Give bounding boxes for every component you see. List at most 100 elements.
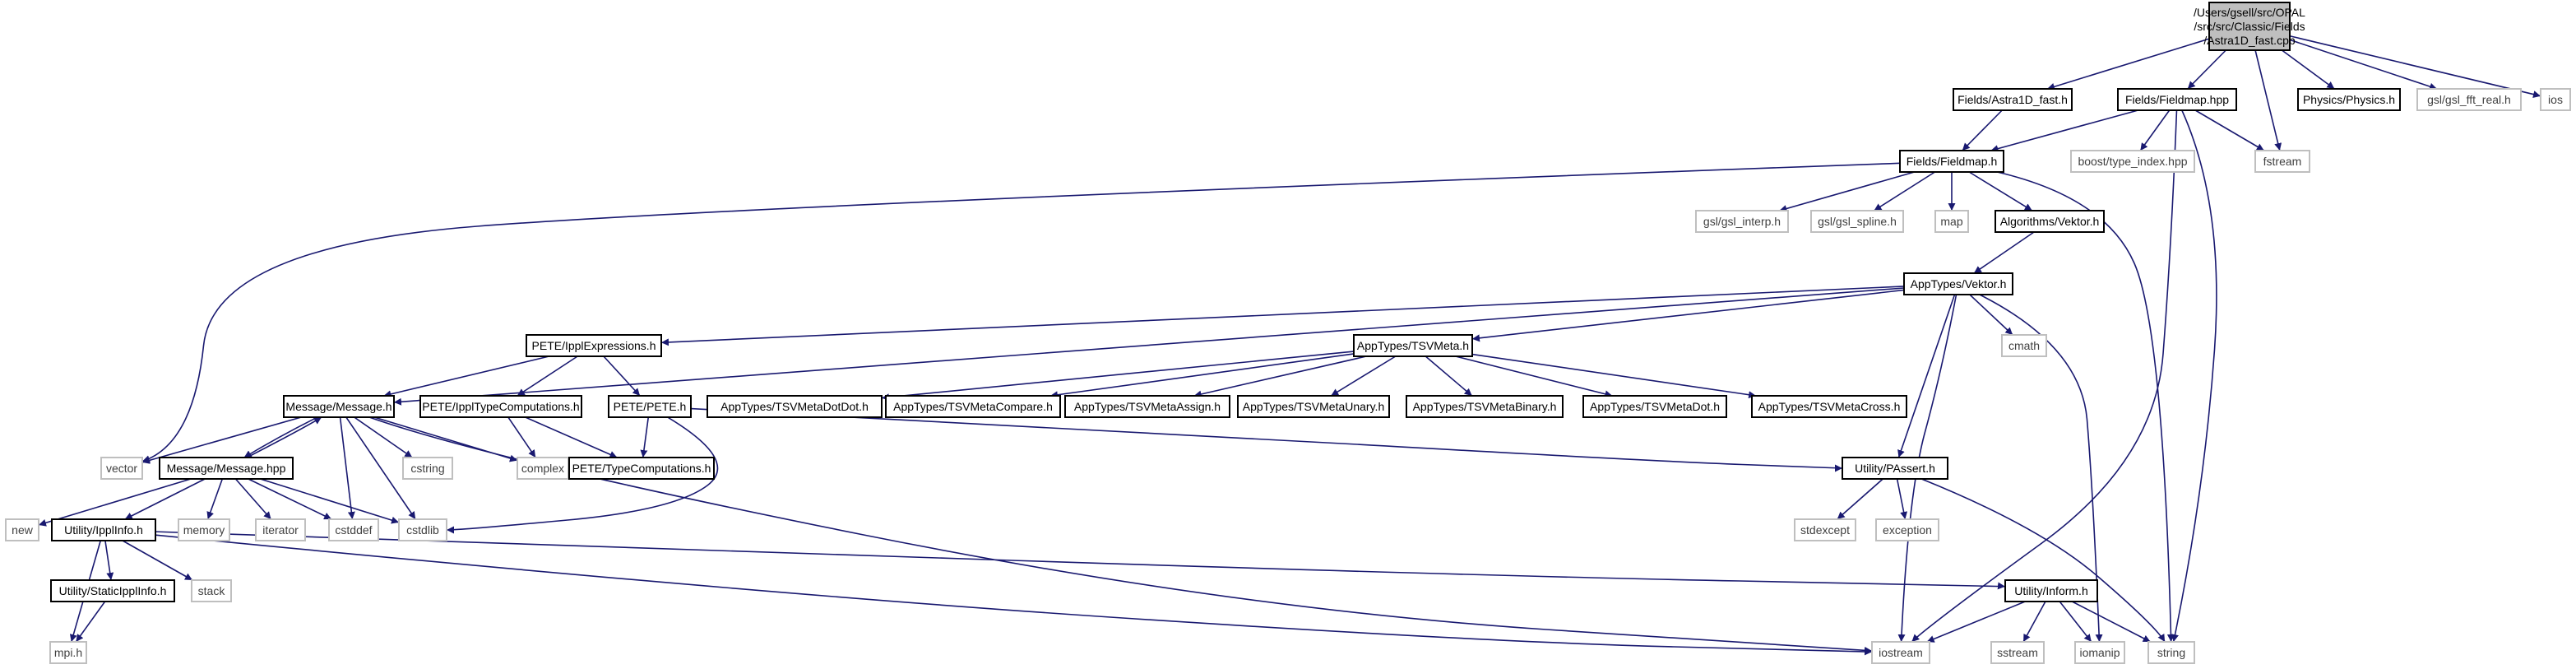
node-message_hpp[interactable]: Message/Message.hpp <box>159 457 294 480</box>
node-label: /Users/gsell/src/OPAL <box>2194 6 2305 19</box>
node-label: Physics/Physics.h <box>2303 93 2395 106</box>
node-astra1d_h[interactable]: Fields/Astra1D_fast.h <box>1953 88 2073 111</box>
node-label: gsl/gsl_interp.h <box>1703 215 1781 228</box>
edge-message_hpp-to-iterator <box>234 478 272 520</box>
edge-message_hpp-to-cstdlib <box>260 478 400 524</box>
node-label: Algorithms/Vektor.h <box>2000 215 2100 228</box>
node-tsv_binary[interactable]: AppTypes/TSVMetaBinary.h <box>1406 395 1564 418</box>
node-box <box>2074 641 2125 664</box>
edge-message_h-to-cstdlib <box>345 416 416 520</box>
node-box <box>1899 150 2004 173</box>
node-exception: exception <box>1875 518 1939 541</box>
node-fieldmap_h[interactable]: Fields/Fieldmap.h <box>1899 150 2004 173</box>
node-ippl_tc[interactable]: PETE/IpplTypeComputations.h <box>419 395 582 418</box>
node-tsv_assign[interactable]: AppTypes/TSVMetaAssign.h <box>1064 395 1230 418</box>
edge-inform-to-string <box>2071 601 2152 643</box>
node-app_vektor[interactable]: AppTypes/Vektor.h <box>1903 272 2013 295</box>
node-box <box>328 518 379 541</box>
node-box <box>2147 641 2195 664</box>
edge-inform-to-iomanip <box>2059 601 2092 643</box>
node-pete_tc[interactable]: PETE/TypeComputations.h <box>568 457 715 480</box>
node-pete_h[interactable]: PETE/PETE.h <box>608 395 692 418</box>
edge-fieldmap_h-to-alg_vektor <box>1968 171 2033 211</box>
node-iterator: iterator <box>255 518 306 541</box>
node-label: AppTypes/TSVMeta.h <box>1357 339 1469 352</box>
node-static_ippl[interactable]: Utility/StaticIpplInfo.h <box>50 579 175 602</box>
node-label: PETE/PETE.h <box>614 400 687 413</box>
node-memory: memory <box>178 518 230 541</box>
node-stdexcept: stdexcept <box>1794 518 1856 541</box>
node-message_h[interactable]: Message/Message.h <box>283 395 395 418</box>
node-label: ios <box>2548 93 2563 106</box>
node-box <box>1406 395 1564 418</box>
edge-pete_h-to-passert <box>690 407 1843 472</box>
edge-tsvmeta-to-tsv_dot <box>1455 355 1613 398</box>
node-label: PETE/TypeComputations.h <box>572 462 711 475</box>
node-label: mpi.h <box>54 646 82 659</box>
node-label: cstddef <box>335 523 372 537</box>
edge-message_h-to-cstring <box>354 416 413 458</box>
node-box <box>1953 88 2073 111</box>
node-ippl_expr[interactable]: PETE/IpplExpressions.h <box>526 334 662 357</box>
edge-tsvmeta-to-tsv_compare <box>1049 353 1355 399</box>
edge-app_vektor-to-passert <box>1897 294 1956 458</box>
node-label: AppTypes/TSVMetaAssign.h <box>1074 400 1221 413</box>
node-box <box>707 395 883 418</box>
node-box <box>1353 334 1473 357</box>
node-label: Fields/Fieldmap.h <box>1907 155 1998 168</box>
node-root[interactable]: /Users/gsell/src/OPAL/src/src/Classic/Fi… <box>2194 2 2305 51</box>
node-physics_h[interactable]: Physics/Physics.h <box>2297 88 2401 111</box>
node-cstring: cstring <box>402 457 453 480</box>
node-box <box>5 518 39 541</box>
edge-fieldmap_h-to-vector <box>141 162 1901 463</box>
edge-tsvmeta-to-tsv_binary <box>1425 355 1473 397</box>
edge-static_ippl-to-mpi_h <box>75 601 106 643</box>
node-cstdlib: cstdlib <box>398 518 447 541</box>
node-tsv_dot[interactable]: AppTypes/TSVMetaDot.h <box>1582 395 1727 418</box>
node-tsv_dotdot[interactable]: AppTypes/TSVMetaDotDot.h <box>707 395 883 418</box>
edge-ippl_expr-to-message_h <box>383 355 549 398</box>
node-label: Message/Message.h <box>285 400 391 413</box>
node-ippl_info[interactable]: Utility/IpplInfo.h <box>51 518 156 541</box>
node-fieldmap_hpp[interactable]: Fields/Fieldmap.hpp <box>2117 88 2237 111</box>
node-box <box>402 457 453 480</box>
node-label: PETE/IpplExpressions.h <box>532 339 656 352</box>
node-box <box>2004 579 2098 602</box>
node-box <box>2208 2 2291 51</box>
node-tsv_cross[interactable]: AppTypes/TSVMetaCross.h <box>1751 395 1907 418</box>
node-tsv_compare[interactable]: AppTypes/TSVMetaCompare.h <box>885 395 1061 418</box>
node-label: Fields/Astra1D_fast.h <box>1957 93 2068 106</box>
node-inform[interactable]: Utility/Inform.h <box>2004 579 2098 602</box>
node-box <box>398 518 447 541</box>
node-box <box>283 395 395 418</box>
node-box <box>49 641 87 664</box>
edge-inform-to-sstream <box>2022 601 2046 643</box>
edge-app_vektor-to-message_h <box>393 287 1905 406</box>
edge-tsvmeta-to-tsv_unary <box>1330 355 1397 397</box>
node-passert[interactable]: Utility/PAssert.h <box>1842 457 1948 480</box>
edge-fieldmap_h-to-string <box>1997 171 2175 643</box>
edge-ippl_info-to-static_ippl <box>104 540 114 581</box>
node-box <box>178 518 230 541</box>
edge-ippl_tc-to-pete_tc <box>525 416 618 458</box>
edge-ippl_expr-to-ippl_tc <box>517 355 578 397</box>
node-label: map <box>1940 215 1962 228</box>
node-ios: ios <box>2540 88 2571 111</box>
node-label: exception <box>1883 523 1932 537</box>
node-tsv_unary[interactable]: AppTypes/TSVMetaUnary.h <box>1237 395 1390 418</box>
node-label: cstring <box>410 462 444 475</box>
node-new: new <box>5 518 39 541</box>
node-tsvmeta[interactable]: AppTypes/TSVMeta.h <box>1353 334 1473 357</box>
node-label: Utility/IpplInfo.h <box>64 523 143 537</box>
node-box <box>1990 641 2045 664</box>
node-label: Fields/Fieldmap.hpp <box>2125 93 2229 106</box>
node-string: string <box>2147 641 2195 664</box>
edge-ippl_expr-to-pete_h <box>603 355 641 397</box>
node-label: AppTypes/TSVMetaCompare.h <box>893 400 1053 413</box>
node-box <box>2070 150 2195 173</box>
node-label: Utility/StaticIpplInfo.h <box>59 584 167 597</box>
node-label: string <box>2157 646 2185 659</box>
node-label: AppTypes/TSVMetaDot.h <box>1590 400 1720 413</box>
node-alg_vektor[interactable]: Algorithms/Vektor.h <box>1995 210 2105 233</box>
node-label: new <box>12 523 34 537</box>
